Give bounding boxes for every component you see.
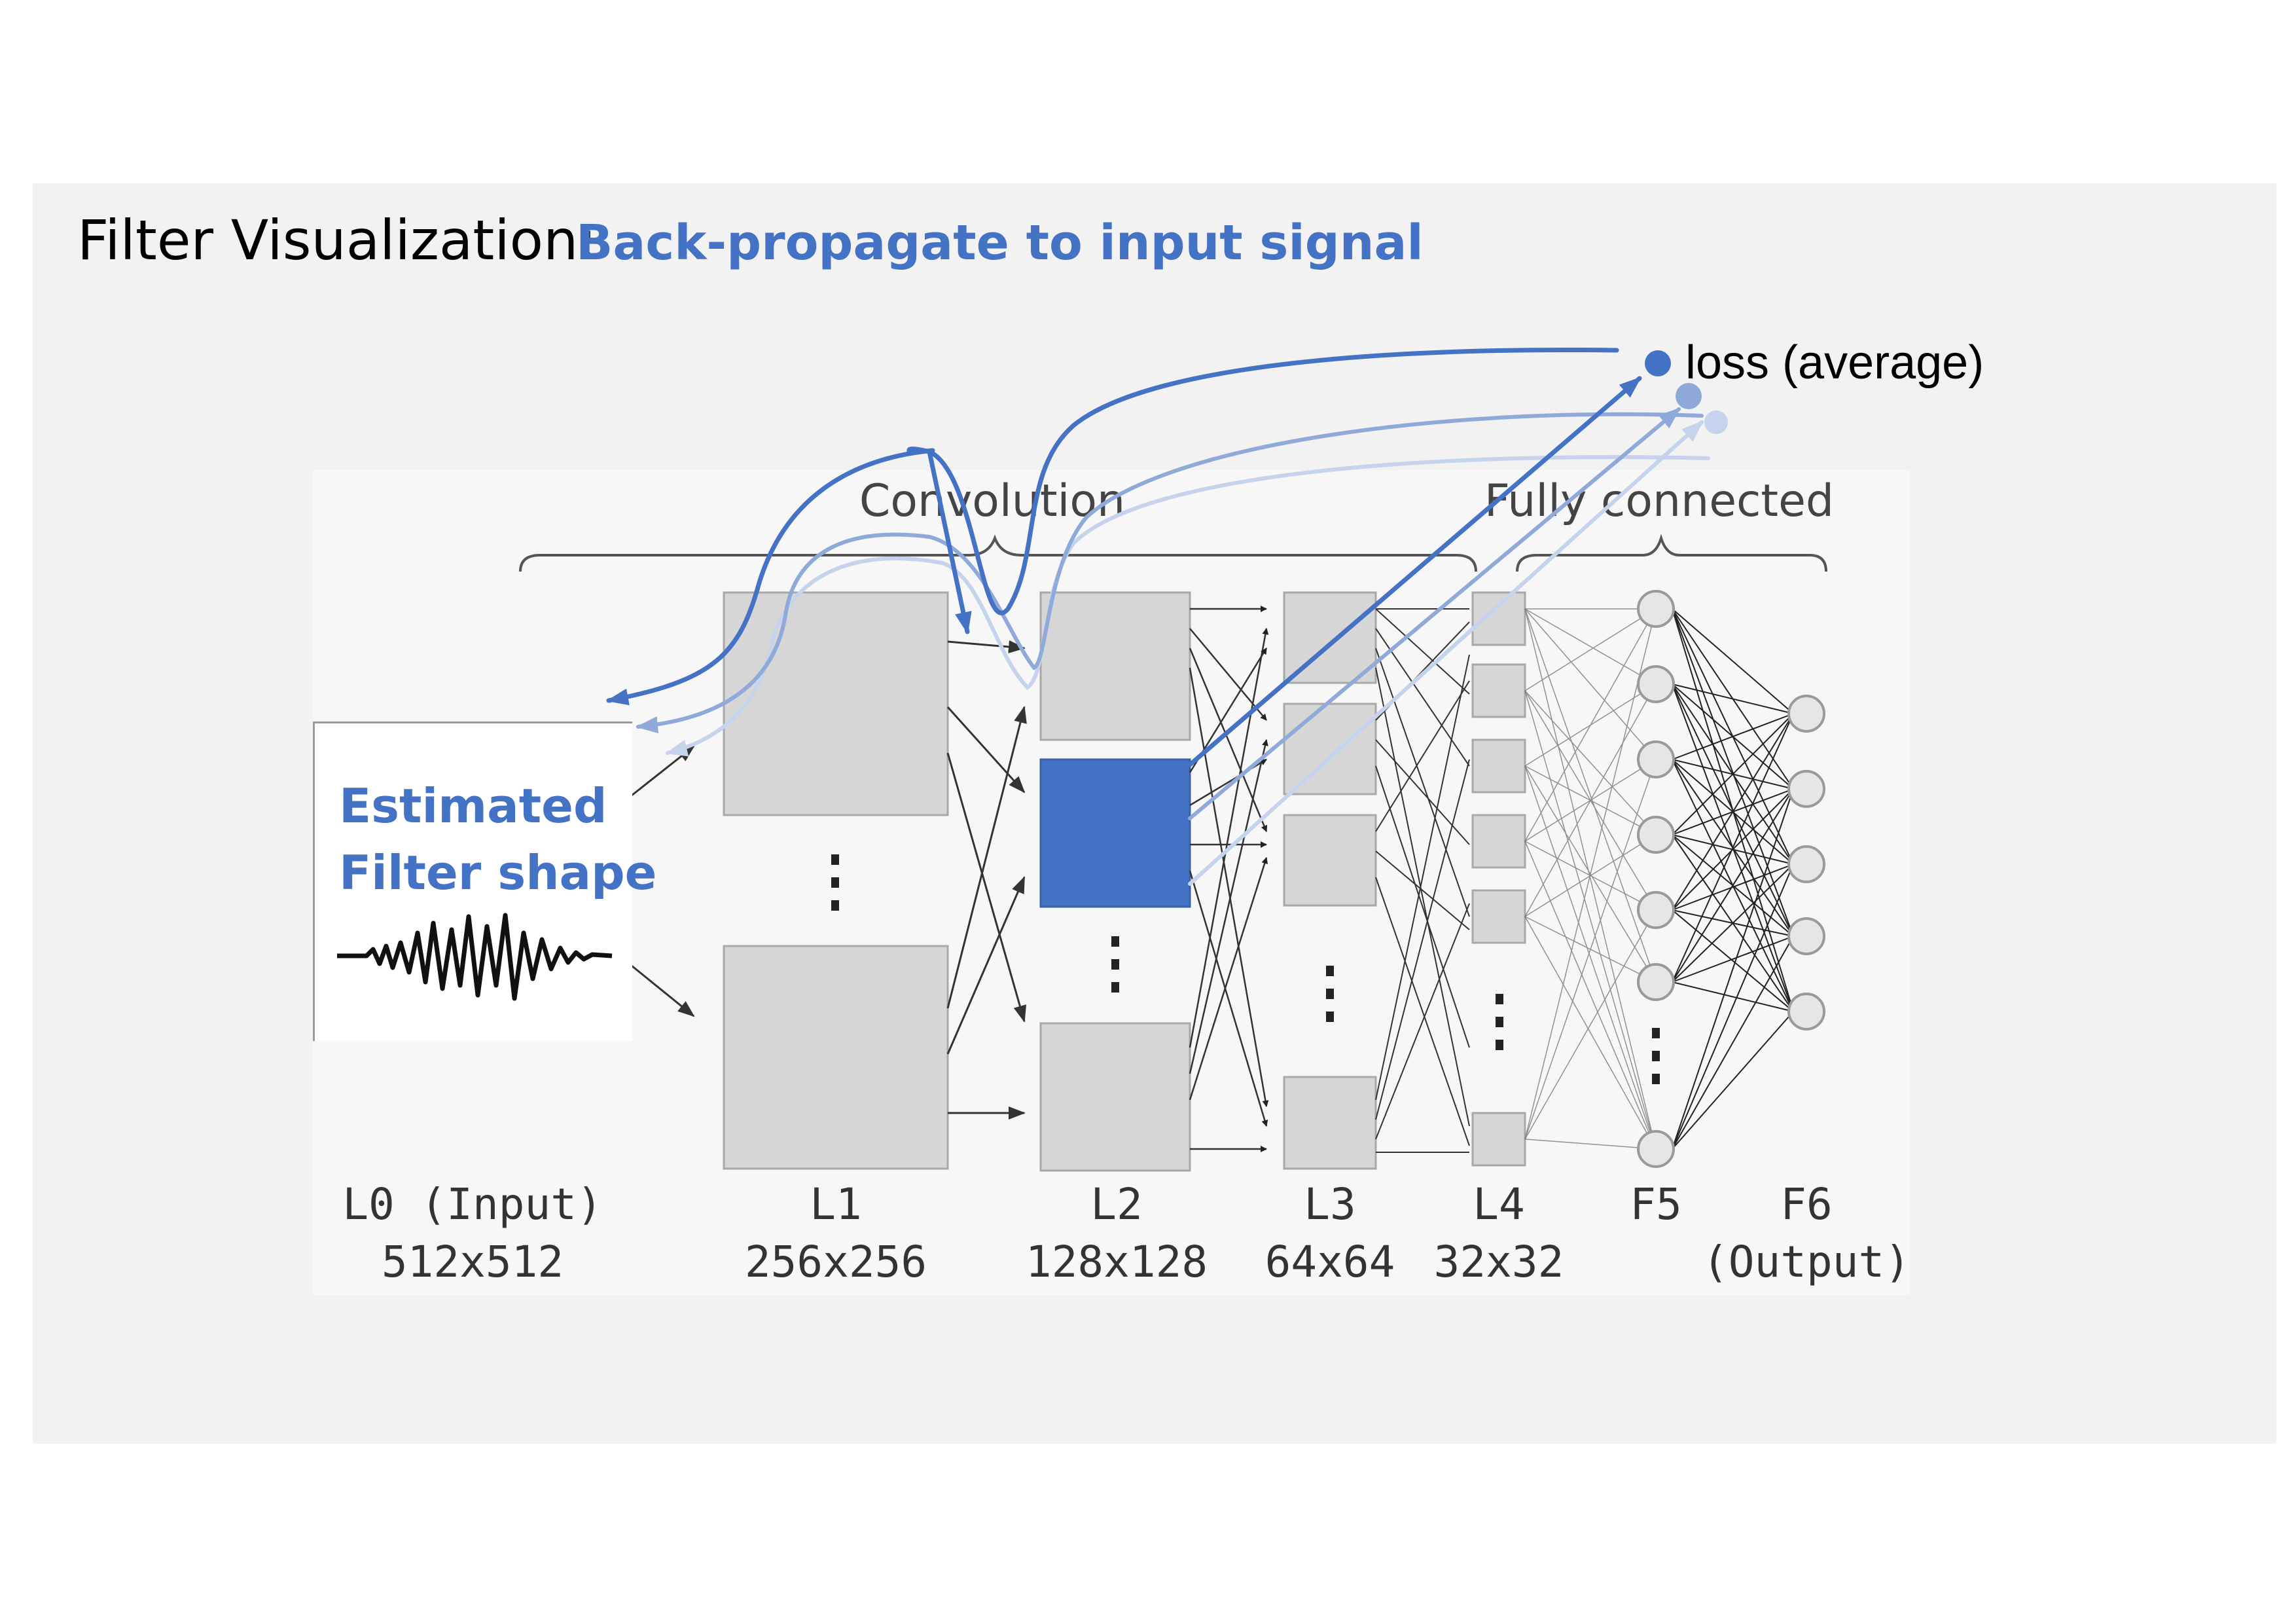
filter-waveform-icon xyxy=(337,913,613,1001)
fully-connected-label: Fully connected xyxy=(1484,475,1834,527)
layer-labels: L0 (Input) 512x512 L1 256x256 L2 128x128… xyxy=(342,1179,1910,1287)
filter-label-line1: Estimated xyxy=(339,778,607,833)
l2-ellipsis xyxy=(1111,936,1119,993)
convolution-label: Convolution xyxy=(859,475,1125,527)
estimated-filter-label: Estimated Filter shape xyxy=(339,773,656,906)
layer-l4-name: L4 xyxy=(1473,1179,1524,1230)
l4-ellipsis xyxy=(1496,994,1503,1050)
loss-dot xyxy=(1645,350,1671,376)
layer-l0-size: 512x512 xyxy=(382,1237,564,1287)
loss-dot-faded-2 xyxy=(1704,410,1728,434)
f5-ellipsis xyxy=(1652,1028,1660,1084)
l4-f5-connections xyxy=(1524,608,1657,1150)
l3-l4-connections xyxy=(1375,608,1470,1153)
l1-feature-map-top xyxy=(723,591,949,816)
backprop-paths-faded xyxy=(636,407,1710,886)
layer-f6-name: F6 xyxy=(1780,1179,1832,1230)
l3-ellipsis xyxy=(1326,966,1334,1022)
layer-l2-name: L2 xyxy=(1090,1179,1142,1230)
loss-dot-faded xyxy=(1676,383,1702,409)
backprop-path-main xyxy=(606,347,1642,767)
layer-f5-name: F5 xyxy=(1630,1179,1681,1230)
f6-output-neurons xyxy=(1787,695,1825,1030)
l1-l2-connections xyxy=(946,640,1027,1120)
layer-l4-size: 32x32 xyxy=(1434,1237,1564,1287)
fully-connected-bracket xyxy=(1516,534,1827,572)
l3-feature-maps xyxy=(1283,591,1377,1170)
l1-feature-map-bottom xyxy=(723,945,949,1170)
layer-l0-name: L0 (Input) xyxy=(342,1179,602,1230)
layer-l1-size: 256x256 xyxy=(745,1237,927,1287)
layer-l2-size: 128x128 xyxy=(1026,1237,1208,1287)
l2-feature-map-bottom xyxy=(1039,1022,1191,1172)
slide-subtitle: Back-propagate to input signal xyxy=(576,215,1424,271)
f5-neurons xyxy=(1637,590,1675,1168)
layer-l1-name: L1 xyxy=(810,1179,861,1230)
f5-f6-connections xyxy=(1672,608,1794,1150)
l0-input-box xyxy=(313,721,632,1041)
slide-title: Filter Visualization: xyxy=(77,208,597,272)
layer-l3-name: L3 xyxy=(1304,1179,1355,1230)
layer-f6-size: (Output) xyxy=(1702,1237,1910,1287)
l2-selected-filter xyxy=(1039,758,1191,908)
l2-feature-map-top xyxy=(1039,591,1191,741)
convolution-bracket xyxy=(519,534,1477,572)
loss-label: loss (average) xyxy=(1685,337,1984,389)
layer-l3-size: 64x64 xyxy=(1265,1237,1395,1287)
filter-label-line2: Filter shape xyxy=(339,845,657,900)
l1-ellipsis xyxy=(831,854,839,911)
